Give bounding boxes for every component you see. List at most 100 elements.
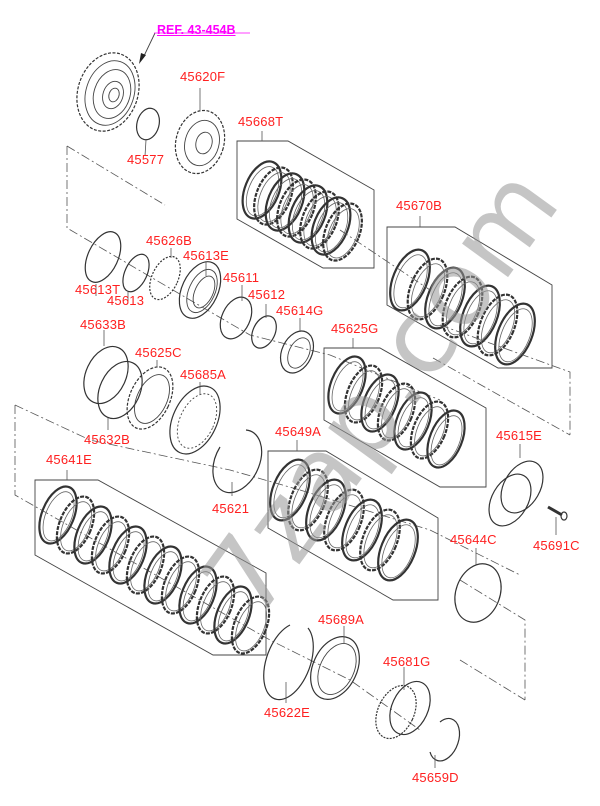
clutch-plate-inner bbox=[257, 172, 291, 223]
part-label-45577[interactable]: 45577 bbox=[127, 152, 165, 167]
part-45622E-snap-ring bbox=[263, 624, 314, 703]
part-45633B-ring bbox=[83, 330, 129, 405]
reference-link-43-454B[interactable]: REF. 43-454B bbox=[157, 23, 236, 37]
clutch-plate-inner bbox=[445, 281, 481, 336]
clutch-plate-inner bbox=[268, 178, 303, 229]
clutch-plate-inner bbox=[364, 379, 397, 430]
part-45613E-piston bbox=[178, 261, 222, 319]
clutch-plate-inner bbox=[95, 521, 127, 572]
part-label-45612[interactable]: 45612 bbox=[248, 287, 286, 302]
clutch-plate bbox=[343, 364, 384, 424]
clutch-plate bbox=[441, 275, 484, 339]
part-label-45614G[interactable]: 45614G bbox=[276, 303, 324, 318]
part-45659D-snap-ring bbox=[429, 717, 461, 768]
clutch-plate-inner bbox=[480, 299, 516, 354]
clutch-plate bbox=[38, 485, 78, 545]
part-45613T-ring bbox=[84, 231, 122, 296]
part-label-45668T[interactable]: 45668T bbox=[238, 114, 284, 129]
clutch-plate bbox=[287, 468, 329, 532]
part-label-45611[interactable]: 45611 bbox=[223, 270, 260, 285]
clutch-plate bbox=[327, 355, 367, 415]
part-label-45633B[interactable]: 45633B bbox=[80, 317, 127, 332]
part-label-45670B[interactable]: 45670B bbox=[396, 198, 443, 213]
clutch-plate-inner bbox=[393, 254, 428, 309]
clutch-plate-inner bbox=[397, 397, 430, 448]
clutch-plate bbox=[55, 495, 96, 555]
part-label-45621[interactable]: 45621 bbox=[212, 501, 250, 516]
part-45625G-clutch-pack bbox=[323, 338, 487, 488]
part-45632B-ring bbox=[97, 360, 143, 430]
clutch-plate-inner bbox=[498, 308, 533, 363]
part-45689A-plate bbox=[310, 626, 360, 700]
clutch-plate-inner bbox=[345, 504, 380, 559]
clutch-plate-inner bbox=[414, 406, 446, 457]
clutch-plate-inner bbox=[410, 263, 446, 318]
part-label-45644C[interactable]: 45644C bbox=[450, 532, 497, 547]
part-label-45613E[interactable]: 45613E bbox=[183, 248, 230, 263]
part-45626B-spring bbox=[149, 248, 181, 301]
part-label-45615E[interactable]: 45615E bbox=[496, 428, 543, 443]
part-label-45625C[interactable]: 45625C bbox=[135, 345, 182, 360]
clutch-plate-inner bbox=[291, 474, 326, 529]
part-45611-ring bbox=[219, 285, 253, 340]
clutch-plate bbox=[341, 498, 383, 562]
clutch-plate bbox=[426, 409, 466, 469]
part-label-45622E[interactable]: 45622E bbox=[264, 705, 311, 720]
clutch-plate bbox=[359, 508, 401, 572]
clutch-plate-inner bbox=[326, 208, 360, 259]
clutch-plate bbox=[360, 373, 400, 433]
part-label-45689A[interactable]: 45689A bbox=[318, 612, 365, 627]
part-45613-ring bbox=[122, 253, 150, 301]
part-label-45620F[interactable]: 45620F bbox=[180, 69, 226, 84]
clutch-plate bbox=[125, 535, 166, 595]
clutch-plate bbox=[143, 545, 183, 605]
clutch-plate bbox=[269, 458, 311, 522]
clutch-plate bbox=[389, 248, 431, 312]
clutch-plate-inner bbox=[303, 196, 337, 247]
clutch-plate-inner bbox=[60, 501, 92, 552]
part-label-45649A[interactable]: 45649A bbox=[275, 424, 322, 439]
part-label-45681G[interactable]: 45681G bbox=[383, 654, 431, 669]
clutch-plate bbox=[241, 160, 283, 220]
clutch-plate-inner bbox=[245, 166, 280, 217]
clutch-plate-inner bbox=[327, 494, 362, 549]
clutch-plate-inner bbox=[381, 524, 416, 579]
clutch-plate bbox=[494, 302, 536, 366]
clutch-plate bbox=[73, 505, 113, 565]
clutch-plate bbox=[476, 293, 519, 357]
part-label-45613[interactable]: 45613 bbox=[107, 293, 145, 308]
part-45668T-clutch-pack bbox=[236, 131, 375, 269]
clutch-plate-inner bbox=[273, 464, 308, 519]
part-45685A-plate bbox=[169, 382, 221, 455]
part-label-45685A[interactable]: 45685A bbox=[180, 367, 227, 382]
clutch-plate-inner bbox=[309, 484, 344, 539]
part-45681G-drum bbox=[375, 667, 431, 740]
clutch-plate-inner bbox=[463, 290, 498, 345]
clutch-plate-inner bbox=[77, 511, 110, 562]
part-label-45641E[interactable]: 45641E bbox=[46, 452, 93, 467]
clutch-plate-inner bbox=[381, 388, 413, 439]
part-45641E-clutch-pack bbox=[34, 470, 271, 656]
part-45644C-ring bbox=[454, 548, 502, 623]
part-label-45632B[interactable]: 45632B bbox=[84, 432, 131, 447]
clutch-plate bbox=[393, 391, 433, 451]
clutch-plate bbox=[160, 555, 201, 615]
clutch-plate bbox=[253, 166, 294, 226]
clutch-plate bbox=[409, 400, 450, 460]
part-label-45659D[interactable]: 45659D bbox=[412, 770, 459, 785]
part-label-45613T[interactable]: 45613T bbox=[75, 282, 121, 297]
clutch-plate-inner bbox=[430, 415, 463, 466]
clutch-plate-inner bbox=[112, 531, 145, 582]
part-45577-ring bbox=[135, 107, 161, 157]
clutch-plate bbox=[264, 172, 306, 232]
part-45691C-bolt bbox=[547, 505, 568, 535]
clutch-plate bbox=[230, 595, 271, 655]
clutch-plate bbox=[310, 196, 352, 256]
clutch-plate bbox=[213, 585, 253, 645]
part-label-45691C[interactable]: 45691C bbox=[533, 538, 580, 553]
part-label-45626B[interactable]: 45626B bbox=[146, 233, 193, 248]
clutch-plate-inner bbox=[182, 571, 215, 622]
part-label-45625G[interactable]: 45625G bbox=[331, 321, 379, 336]
part-45621-snap-ring bbox=[212, 429, 263, 496]
ref-drum-gear bbox=[76, 52, 140, 132]
